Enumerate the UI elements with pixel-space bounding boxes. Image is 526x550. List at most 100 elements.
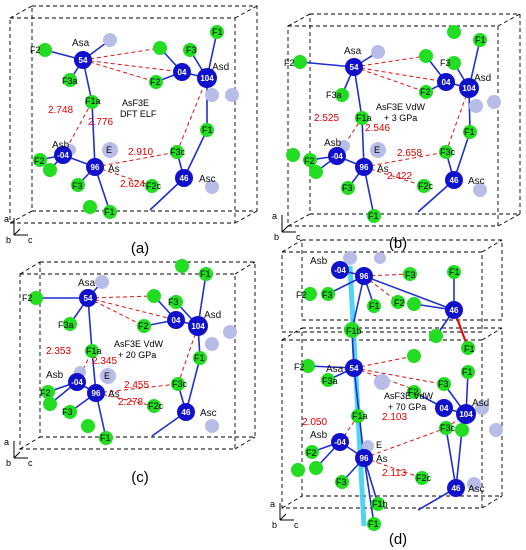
svg-text:F1: F1 xyxy=(212,27,223,37)
svg-text:46: 46 xyxy=(182,408,191,417)
svg-text:Asb: Asb xyxy=(310,256,328,267)
svg-text:AsF3E VdW: AsF3E VdW xyxy=(376,102,426,112)
svg-text:54: 54 xyxy=(84,294,93,303)
svg-text:F2: F2 xyxy=(284,58,295,68)
svg-text:F1: F1 xyxy=(368,519,379,529)
svg-text:F2: F2 xyxy=(40,388,51,398)
distance-labels: 2.525 2.546 2.658 2.422 xyxy=(314,113,422,182)
svg-text:F3c: F3c xyxy=(440,423,456,433)
svg-text:F2: F2 xyxy=(150,77,161,87)
atom-numbers: 54 04 104 -04 96 46 xyxy=(331,63,476,185)
svg-text:-04: -04 xyxy=(334,438,346,447)
atom-labels: Asb Asa Asd Asb As Asc F2 F3 F1b F3 F2 F… xyxy=(294,256,489,529)
svg-text:F3c: F3c xyxy=(440,147,456,157)
svg-text:2.422: 2.422 xyxy=(387,171,412,182)
svg-text:F1: F1 xyxy=(464,127,475,137)
svg-text:96: 96 xyxy=(92,389,101,398)
distance-labels: 2.050 2.103 2.113 xyxy=(302,412,407,479)
svg-text:Asd: Asd xyxy=(474,73,491,84)
svg-text:2.050: 2.050 xyxy=(302,417,327,428)
svg-text:+ 70 GPa: + 70 GPa xyxy=(388,402,426,412)
atom-labels: Asa Asd Asb As Asc F2 F3a F1a F3 F2 F1 F… xyxy=(22,269,221,443)
lone-pairs xyxy=(74,275,237,433)
svg-text:c: c xyxy=(294,520,299,530)
panel-b: 54 04 104 -04 96 46 Asa Asd Asb As Asc F… xyxy=(272,13,521,252)
svg-text:+ 3 GPa: + 3 GPa xyxy=(384,113,417,123)
contacts xyxy=(76,295,199,407)
svg-text:2.658: 2.658 xyxy=(397,148,422,159)
svg-text:a: a xyxy=(272,211,277,221)
svg-text:As: As xyxy=(377,164,389,175)
svg-text:Asd: Asd xyxy=(204,310,221,321)
svg-text:F3a: F3a xyxy=(58,320,74,330)
svg-text:F3: F3 xyxy=(342,183,353,193)
svg-text:c: c xyxy=(296,232,301,242)
panel-c: 54 04 104 -04 96 46 Asa Asd Asb As Asc F… xyxy=(4,259,256,486)
svg-text:F1: F1 xyxy=(104,207,115,217)
svg-text:2.103: 2.103 xyxy=(382,412,407,423)
svg-text:104: 104 xyxy=(459,410,473,419)
svg-text:F2: F2 xyxy=(304,156,315,166)
svg-text:As: As xyxy=(108,164,120,175)
svg-text:96: 96 xyxy=(360,454,369,463)
atom-labels: Asa Asd Asb As Asc F2 F3a F1a F3 F2 F1 F… xyxy=(284,35,491,221)
svg-text:2.748: 2.748 xyxy=(48,105,73,116)
svg-text:2.546: 2.546 xyxy=(365,123,390,134)
svg-text:a: a xyxy=(270,499,275,509)
svg-text:F2c: F2c xyxy=(418,181,434,191)
svg-text:2.910: 2.910 xyxy=(128,147,153,158)
svg-text:AsF3E VdW: AsF3E VdW xyxy=(384,391,434,401)
unit-cell-box xyxy=(9,5,258,224)
svg-text:104: 104 xyxy=(200,74,214,83)
distance-labels: 2.353 2.345 2.455 2.278 xyxy=(46,346,149,408)
svg-text:F1: F1 xyxy=(368,211,379,221)
panel-label-b: (b) xyxy=(389,235,407,252)
svg-text:04: 04 xyxy=(440,404,449,413)
axes-indicator xyxy=(279,503,294,521)
arsenic-atoms xyxy=(328,58,479,189)
svg-text:Asa: Asa xyxy=(344,46,362,57)
svg-text:As: As xyxy=(108,389,120,400)
svg-text:AsF3E VdW: AsF3E VdW xyxy=(114,339,164,349)
atom-numbers: 54 04 104 -04 96 46 xyxy=(71,294,205,417)
fluorine-atoms xyxy=(286,25,487,223)
axes-indicator xyxy=(13,218,28,236)
svg-text:b: b xyxy=(6,458,11,468)
svg-text:F3a: F3a xyxy=(326,90,342,100)
svg-text:F3: F3 xyxy=(62,407,73,417)
svg-text:2.278: 2.278 xyxy=(118,397,143,408)
distance-labels: 2.748 2.776 2.910 2.624 xyxy=(48,105,153,190)
svg-text:-04: -04 xyxy=(334,266,346,275)
svg-text:2.624: 2.624 xyxy=(120,179,145,190)
svg-text:F2: F2 xyxy=(22,293,33,303)
svg-text:F1: F1 xyxy=(200,269,211,279)
svg-text:F1: F1 xyxy=(464,344,475,354)
svg-text:Asc: Asc xyxy=(199,174,216,185)
svg-text:46: 46 xyxy=(452,484,461,493)
svg-text:c: c xyxy=(28,235,33,245)
arsenic-atoms xyxy=(68,289,208,421)
svg-text:Asa: Asa xyxy=(326,364,344,375)
svg-text:2.455: 2.455 xyxy=(124,380,149,391)
svg-text:Asd: Asd xyxy=(212,62,229,73)
axes-indicator xyxy=(281,215,296,233)
atom-numbers: -04 96 46 54 04 104 -04 96 46 xyxy=(334,266,473,493)
fluorine-atoms xyxy=(291,263,475,531)
svg-text:Asc: Asc xyxy=(468,176,485,187)
caption: AsF3E VdW + 70 GPa xyxy=(384,391,434,412)
svg-text:F2: F2 xyxy=(420,87,431,97)
unit-cell-box xyxy=(19,261,256,450)
caption: AsF3E VdW + 3 GPa xyxy=(376,102,426,123)
svg-text:F3: F3 xyxy=(72,181,83,191)
lone-pairs xyxy=(343,251,503,491)
fluorine-atoms xyxy=(29,259,213,445)
svg-text:-04: -04 xyxy=(57,151,69,160)
svg-text:F1a: F1a xyxy=(86,346,102,356)
atom-labels: Asa Asd Asb As Asc F2 F3a F1a F3 F2 F1 F… xyxy=(30,27,229,217)
svg-text:Asb: Asb xyxy=(46,370,64,381)
svg-text:F3: F3 xyxy=(438,379,449,389)
svg-text:04: 04 xyxy=(442,78,451,87)
svg-text:54: 54 xyxy=(350,364,359,373)
svg-text:Asb: Asb xyxy=(310,430,328,441)
